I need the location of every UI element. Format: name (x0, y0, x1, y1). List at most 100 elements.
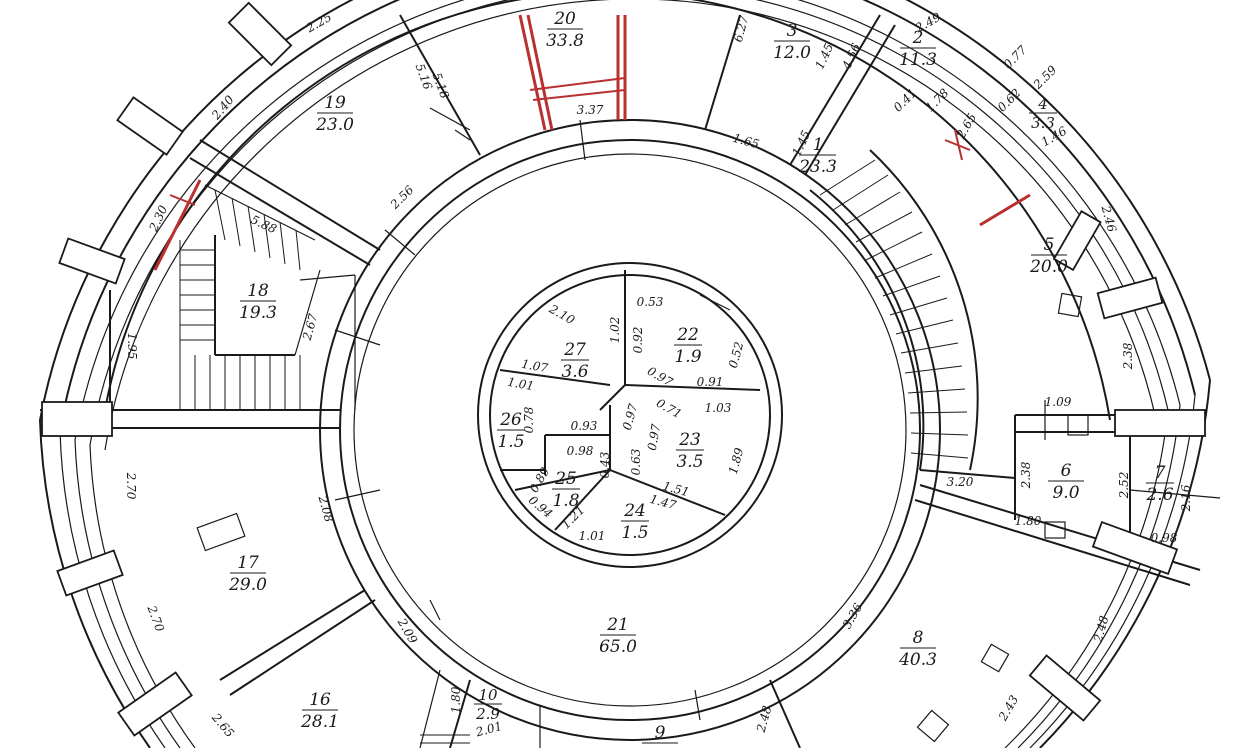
svg-text:1.9: 1.9 (674, 347, 701, 367)
svg-text:2: 2 (912, 28, 924, 48)
dim-label: 2.01 (473, 719, 503, 740)
svg-text:23: 23 (678, 430, 701, 450)
svg-text:33.8: 33.8 (546, 31, 584, 51)
dim-label: 0.97 (620, 402, 641, 432)
svg-text:5: 5 (1044, 235, 1055, 255)
svg-text:3.6: 3.6 (561, 362, 588, 382)
dim-label: 6.27 (731, 14, 752, 44)
room-labels: 1 23.3 2 11.3 3 12.0 4 3.3 5 20.0 6 9.0 (228, 9, 1174, 744)
dim-label: 1.89 (726, 446, 747, 476)
svg-text:21: 21 (606, 615, 629, 635)
dim-label: 1.03 (705, 401, 732, 415)
dim-label: 2.67 (300, 312, 321, 343)
svg-text:3: 3 (787, 21, 798, 41)
svg-text:27: 27 (563, 340, 586, 360)
svg-text:18: 18 (247, 281, 269, 301)
svg-text:19: 19 (324, 93, 346, 113)
dim-label: 1.45 (812, 41, 836, 71)
dim-label: 1.01 (579, 529, 606, 543)
fixtures (196, 292, 1089, 743)
svg-text:10: 10 (478, 686, 498, 704)
dim-label: 1.02 (608, 317, 622, 344)
dim-label: 1.80 (449, 686, 463, 713)
room-9: 9 (642, 723, 678, 744)
dim-label: 2.56 (387, 183, 417, 213)
wall-piers (41, 1, 1206, 737)
svg-text:17: 17 (237, 553, 259, 573)
room-25: 25 1.8 (552, 469, 580, 511)
svg-text:2.9: 2.9 (475, 705, 500, 723)
svg-text:26: 26 (499, 410, 522, 430)
svg-text:3.3: 3.3 (1031, 114, 1055, 132)
stair-bottom (419, 669, 541, 748)
svg-text:7: 7 (1155, 463, 1166, 483)
svg-text:20.0: 20.0 (1029, 257, 1068, 277)
dim-label: 0.97 (645, 423, 663, 452)
dim-label: 1.45 (789, 128, 813, 158)
room-7: 7 2.6 (1145, 463, 1174, 505)
radial-walls (40, 14, 1201, 748)
dim-label: 1.65 (731, 131, 760, 151)
svg-text:9.0: 9.0 (1052, 483, 1079, 503)
svg-text:20: 20 (553, 9, 576, 29)
dim-label: 2.70 (144, 603, 167, 634)
svg-text:12.0: 12.0 (773, 43, 811, 63)
dim-label: 0.41 (891, 86, 920, 115)
svg-text:28.1: 28.1 (300, 712, 339, 732)
room-2: 2 11.3 (899, 28, 937, 70)
dim-label: 1.95 (125, 333, 139, 360)
dim-label: 2.38 (1019, 461, 1033, 489)
dim-label: 2.16 (1179, 484, 1193, 512)
dim-label: 2.52 (1117, 472, 1131, 500)
room-18: 18 19.3 (239, 281, 277, 323)
room-4: 4 3.3 (1029, 95, 1057, 132)
svg-text:2.6: 2.6 (1145, 485, 1173, 505)
dim-label: 2.38 (1121, 342, 1135, 370)
room-26: 26 1.5 (497, 410, 525, 452)
room-23: 23 3.5 (676, 430, 704, 472)
core-partitions (499, 270, 761, 531)
room-1: 1 23.3 (798, 135, 837, 177)
dim-label: 1.78 (923, 86, 952, 115)
dim-label: 2.40 (208, 92, 237, 123)
svg-text:25: 25 (554, 469, 577, 489)
dim-label: 1.09 (1045, 395, 1072, 409)
dim-label: 0.78 (522, 406, 536, 433)
dim-label: 0.53 (637, 295, 664, 309)
dim-label: 0.98 (1151, 531, 1178, 545)
dim-label: 0.71 (654, 396, 684, 421)
room-24: 24 1.5 (621, 501, 649, 543)
dim-label: 1.07 (520, 357, 549, 375)
svg-text:19.3: 19.3 (239, 303, 277, 323)
dim-label: 1.47 (648, 492, 678, 513)
dim-label: 2.65 (208, 710, 237, 740)
dim-label: 2.48 (754, 704, 775, 735)
svg-text:29.0: 29.0 (228, 575, 267, 595)
room-16: 16 28.1 (300, 690, 339, 732)
svg-text:23.3: 23.3 (798, 157, 837, 177)
svg-text:40.3: 40.3 (898, 650, 937, 670)
dim-label: 4.56 (839, 41, 864, 72)
svg-text:23.0: 23.0 (315, 115, 354, 135)
dim-label: 2.08 (315, 493, 336, 524)
dim-label: 2.43 (995, 693, 1021, 724)
room-19: 19 23.0 (315, 93, 354, 135)
dim-label: 0.93 (571, 419, 598, 433)
dim-label: 0.98 (567, 444, 594, 458)
room-3: 3 12.0 (773, 21, 811, 63)
central-hall-walls (319, 119, 941, 741)
room-20: 20 33.8 (546, 9, 584, 51)
dim-label: 0.52 (726, 340, 746, 369)
dim-label: 0.92 (631, 327, 645, 354)
dim-label: 2.09 (394, 615, 420, 646)
dim-label: 3.20 (947, 475, 974, 489)
dim-label: 1.51 (661, 479, 690, 499)
dim-label: 0.91 (697, 375, 724, 389)
stair-left (179, 184, 356, 410)
dim-label: 0.94 (526, 493, 555, 521)
door-marks (334, 107, 1221, 721)
svg-text:24: 24 (623, 501, 646, 521)
curved-stair-right (809, 149, 1016, 479)
room-10: 10 2.9 (474, 686, 502, 723)
dim-label: 2.10 (546, 301, 577, 327)
